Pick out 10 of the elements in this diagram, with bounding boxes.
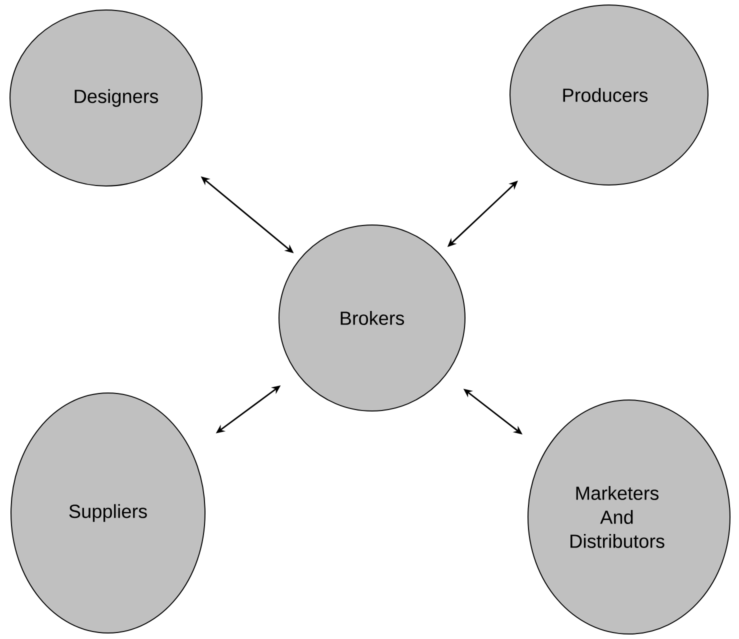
node-label: Suppliers xyxy=(69,504,147,522)
ellipse-node xyxy=(528,400,730,634)
circle-node xyxy=(278,224,466,412)
ellipse-node xyxy=(10,10,202,186)
ellipse-node xyxy=(510,4,708,186)
ellipse-node xyxy=(10,392,206,634)
node-label: Marketers And Distributors xyxy=(570,486,664,548)
node-label: Designers xyxy=(74,89,158,107)
node-label: Producers xyxy=(563,88,648,102)
node-label: Brokers xyxy=(340,311,404,325)
